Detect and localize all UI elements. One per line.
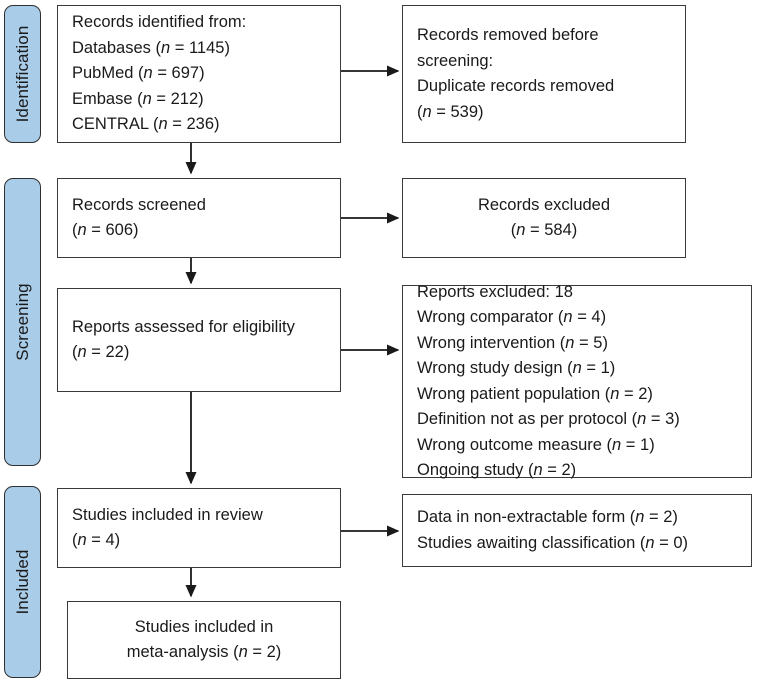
node-text-line: screening: bbox=[417, 51, 494, 70]
node-text-line: Databases (n = 1145) bbox=[72, 38, 230, 57]
studies-meta-analysis-lines: Studies included in meta-analysis (n = 2) bbox=[68, 615, 340, 666]
node-text-line: Embase (n = 212) bbox=[72, 89, 204, 108]
node-text-line: Records identified from: bbox=[72, 13, 247, 32]
node-reports-excluded: Reports excluded: 18 Wrong comparator (n … bbox=[402, 283, 752, 479]
node-text-line: (n = 22) bbox=[72, 343, 130, 361]
node-reports-assessed: Reports assessed for eligibility (n = 22) bbox=[57, 288, 341, 392]
stage-label-identification: Identification bbox=[12, 25, 32, 123]
node-text-line: Wrong study design (n = 1) bbox=[417, 359, 616, 377]
reports-assessed-lines: Reports assessed for eligibility (n = 22) bbox=[58, 315, 340, 366]
node-studies-meta-analysis: Studies included in meta-analysis (n = 2) bbox=[67, 601, 341, 679]
node-text-line: Records excluded bbox=[477, 195, 611, 214]
node-text-line: Wrong intervention (n = 5) bbox=[417, 333, 608, 352]
node-text-line: Wrong patient population (n = 2) bbox=[417, 384, 653, 403]
records-removed-lines: Records removed before screening: Duplicat… bbox=[403, 23, 685, 125]
reports-excluded-lines: Reports excluded: 18 Wrong comparator (n … bbox=[403, 280, 751, 484]
node-text-line: Duplicate records removed bbox=[417, 77, 615, 95]
node-records-excluded: Records excluded (n = 584) bbox=[402, 178, 686, 258]
node-text-line: Studies awaiting classification (n = 0) bbox=[417, 533, 689, 552]
node-text-line: Data in non-extractable form (n = 2) bbox=[417, 508, 678, 526]
node-text-line: Studies included in bbox=[134, 617, 274, 636]
node-records-removed: Records removed before screening: Duplicat… bbox=[402, 5, 686, 143]
node-text-line: (n = 4) bbox=[72, 531, 121, 549]
stage-bar-included: Included bbox=[4, 486, 41, 678]
node-text-line: Records screened bbox=[72, 195, 206, 214]
stage-label-included: Included bbox=[12, 549, 32, 615]
node-text-line: PubMed (n = 697) bbox=[72, 64, 205, 83]
data-non-extractable-lines: Data in non-extractable form (n = 2) Stud… bbox=[403, 505, 751, 556]
stage-label-screening: Screening bbox=[12, 283, 32, 361]
node-records-screened: Records screened (n = 606) bbox=[57, 178, 341, 258]
stage-bar-screening: Screening bbox=[4, 178, 41, 466]
records-screened-lines: Records screened (n = 606) bbox=[58, 193, 340, 244]
records-excluded-lines: Records excluded (n = 584) bbox=[403, 193, 685, 244]
node-text-line: Records removed before bbox=[417, 26, 599, 44]
node-text-line: Reports assessed for eligibility bbox=[72, 317, 295, 336]
node-text-line: CENTRAL (n = 236) bbox=[72, 115, 220, 134]
node-text-line: (n = 606) bbox=[72, 221, 139, 239]
node-text-line: Studies included in review bbox=[72, 505, 263, 524]
records-identified-lines: Records identified from: Databases (n = 1… bbox=[58, 10, 340, 138]
stage-bar-identification: Identification bbox=[4, 5, 41, 143]
node-text-line: (n = 539) bbox=[417, 102, 484, 121]
node-text-line: Ongoing study (n = 2) bbox=[417, 461, 577, 479]
node-text-line: Reports excluded: 18 bbox=[417, 282, 573, 301]
node-text-line: meta-analysis (n = 2) bbox=[126, 643, 282, 661]
node-records-identified: Records identified from: Databases (n = 1… bbox=[57, 5, 341, 143]
node-text-line: Wrong outcome measure (n = 1) bbox=[417, 435, 655, 454]
node-studies-included-review: Studies included in review (n = 4) bbox=[57, 488, 341, 568]
node-text-line: Definition not as per protocol (n = 3) bbox=[417, 410, 680, 428]
node-text-line: (n = 584) bbox=[510, 221, 578, 239]
studies-included-review-lines: Studies included in review (n = 4) bbox=[58, 503, 340, 554]
node-data-non-extractable: Data in non-extractable form (n = 2) Stud… bbox=[402, 494, 752, 567]
node-text-line: Wrong comparator (n = 4) bbox=[417, 308, 607, 326]
